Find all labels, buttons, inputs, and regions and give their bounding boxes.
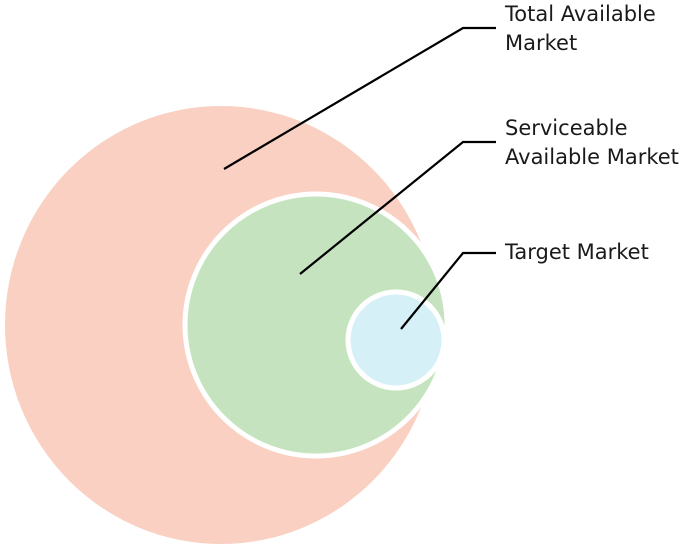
total-available-market-label-line1: Total Available [504,2,656,26]
serviceable-available-market-label-line1: Serviceable [505,116,628,140]
total-available-market-label-line2: Market [505,31,577,55]
serviceable-available-market-circle [182,191,450,459]
serviceable-available-market-leader-line [299,140,496,275]
target-market-circle [345,289,447,391]
total-available-market-leader-line [223,26,496,170]
serviceable-available-market-label-line2: Available Market [505,145,679,169]
target-market-leader-line [400,251,496,330]
target-market-label: Target Market [504,240,649,264]
